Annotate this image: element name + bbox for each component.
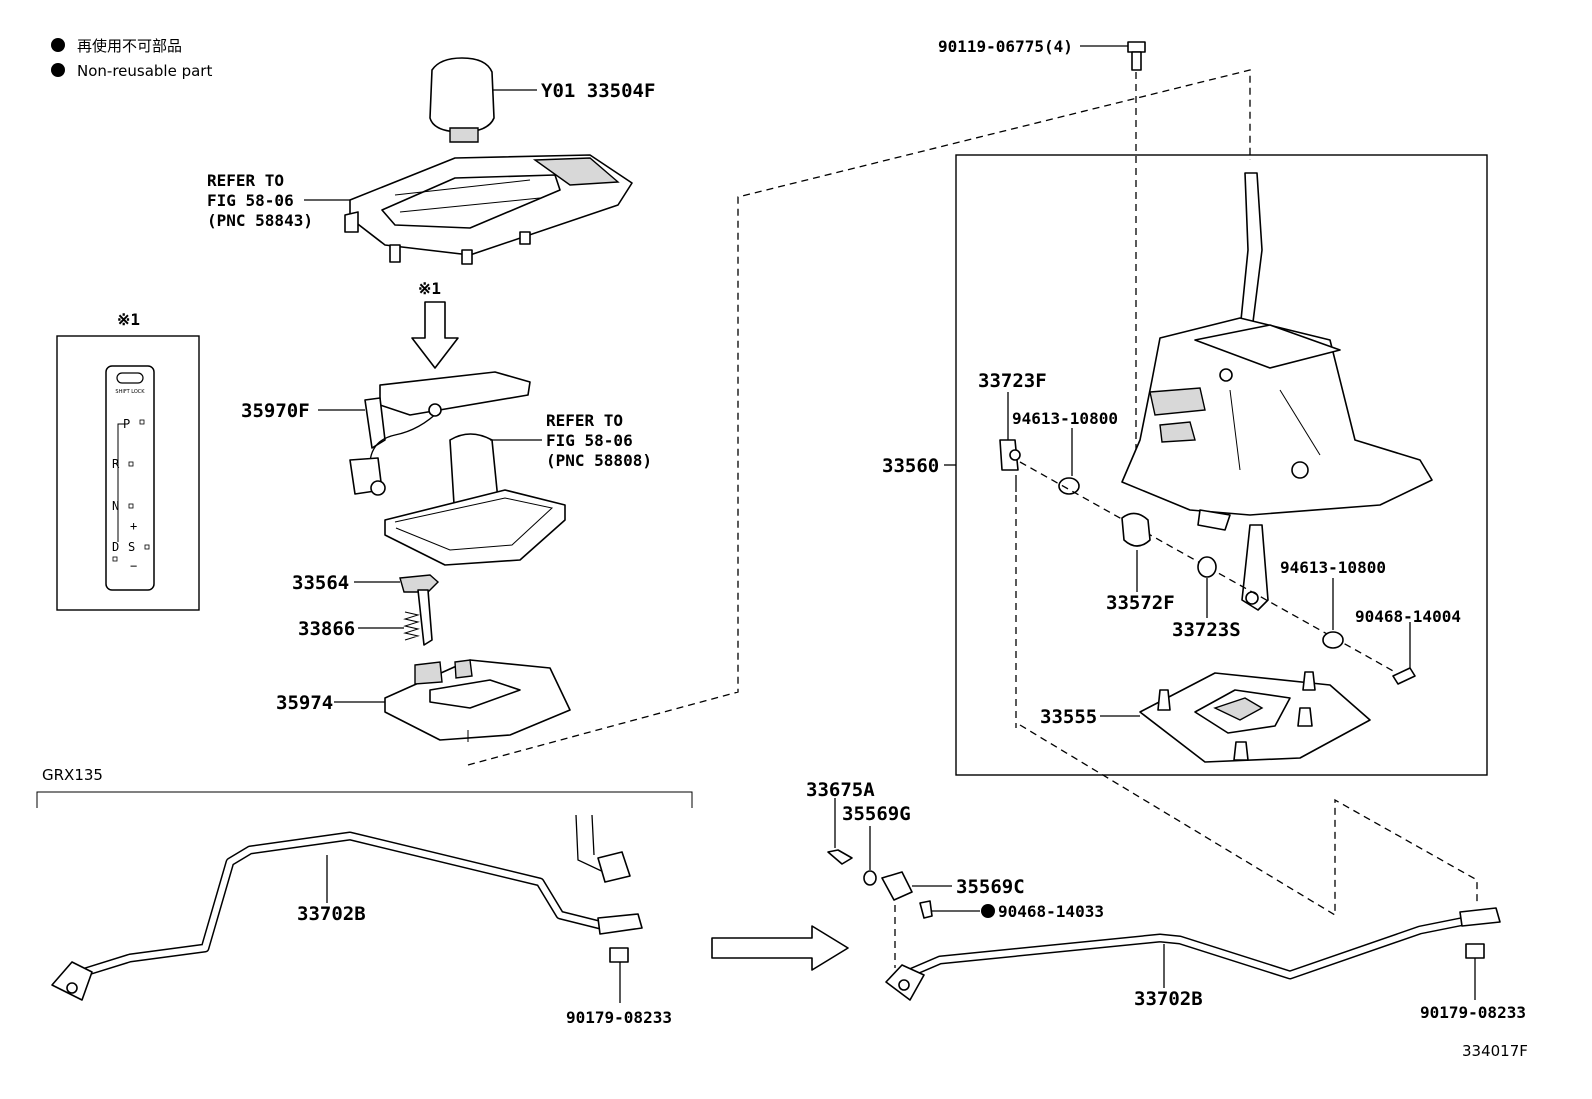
label-bolt-top: 90119-06775(4) <box>938 37 1073 56</box>
shift-lock-button-icon <box>116 372 144 384</box>
console-panel-drawing <box>344 154 633 265</box>
label-35974: 35974 <box>276 692 333 714</box>
legend-bullet-icon <box>51 63 65 77</box>
label-33723F: 33723F <box>978 370 1047 392</box>
shift-gate-plate: SHIFT LOCK P R N D S + − <box>105 365 155 591</box>
bolt-33675A-drawing <box>827 849 853 865</box>
spring-drawing <box>403 611 420 641</box>
legend-bullet-icon <box>51 38 65 52</box>
label-cable-left: 33702B <box>297 903 366 925</box>
refer1-line3: (PNC 58843) <box>207 211 313 230</box>
inset-plus: + <box>130 519 137 533</box>
cable-left-drawing <box>51 814 643 1001</box>
inset-gear-s: S <box>128 540 135 554</box>
washer-a-icon <box>1058 477 1080 495</box>
bushing-35569C-icon <box>881 871 913 901</box>
clip-pin-b-icon <box>919 900 933 919</box>
refer2-line3: (PNC 58808) <box>546 451 652 470</box>
inset-title: ※1 <box>117 310 140 329</box>
label-knob: Y01 33504F <box>541 80 655 102</box>
indicator-drawing <box>349 371 531 496</box>
inset-gear-p: P <box>123 417 130 431</box>
refer1-line1: REFER TO <box>207 171 284 190</box>
label-washer-b: 94613-10800 <box>1280 558 1386 577</box>
refer1-line2: FIG 58-06 <box>207 191 294 210</box>
down-arrow-icon <box>411 301 459 369</box>
label-nut-right: 90179-08233 <box>1420 1003 1526 1022</box>
inset-gear-n: N <box>112 499 119 513</box>
non-reusable-mark-icon <box>981 904 995 918</box>
label-35569G: 35569G <box>842 803 911 825</box>
clip-pin-icon <box>1392 667 1416 685</box>
label-35569C: 35569C <box>956 876 1025 898</box>
legend-jp: 再使用不可部品 <box>77 37 182 55</box>
bushing-35569G-icon <box>863 870 877 886</box>
refer2-line1: REFER TO <box>546 411 623 430</box>
label-cable-right: 33702B <box>1134 988 1203 1010</box>
right-arrow-icon <box>711 925 849 971</box>
collar-icon <box>1197 556 1217 578</box>
legend-en: Non-reusable part <box>77 62 212 80</box>
figure-number: 334017F <box>1462 1042 1528 1060</box>
pin-33723F-drawing <box>999 439 1021 492</box>
variant-bracket <box>36 791 693 808</box>
label-assembly: 33560 <box>882 455 939 477</box>
label-33675A: 33675A <box>806 779 875 801</box>
gate-base-drawing <box>384 659 571 742</box>
inset-shift-lock: SHIFT LOCK <box>115 389 145 395</box>
bushing-33572F-drawing <box>1121 512 1151 547</box>
washer-b-icon <box>1322 631 1344 649</box>
label-nut-left: 90179-08233 <box>566 1008 672 1027</box>
shift-lever-assembly-drawing <box>1121 172 1433 611</box>
label-33555: 33555 <box>1040 706 1097 728</box>
top-bolt-drawing <box>1127 41 1146 71</box>
note-mark: ※1 <box>418 279 441 298</box>
inset-minus: − <box>130 559 137 573</box>
refer2-line2: FIG 58-06 <box>546 431 633 450</box>
label-washer-a: 94613-10800 <box>1012 409 1118 428</box>
label-33572F: 33572F <box>1106 592 1175 614</box>
label-pin-a: 90468-14004 <box>1355 607 1461 626</box>
base-plate-drawing <box>1139 671 1371 763</box>
inset-gear-r: R <box>112 457 120 471</box>
boot-drawing <box>384 433 566 566</box>
label-33866: 33866 <box>298 618 355 640</box>
variant-label: GRX135 <box>42 766 103 784</box>
label-33564: 33564 <box>292 572 349 594</box>
label-pin-b: 90468-14033 <box>998 902 1104 921</box>
label-indicator: 35970F <box>241 400 310 422</box>
inset-gear-d: D <box>112 540 119 554</box>
lock-pin-drawing <box>399 574 440 646</box>
shift-knob-drawing <box>429 57 495 143</box>
label-33723S: 33723S <box>1172 619 1241 641</box>
cable-right-drawing <box>885 907 1501 1001</box>
